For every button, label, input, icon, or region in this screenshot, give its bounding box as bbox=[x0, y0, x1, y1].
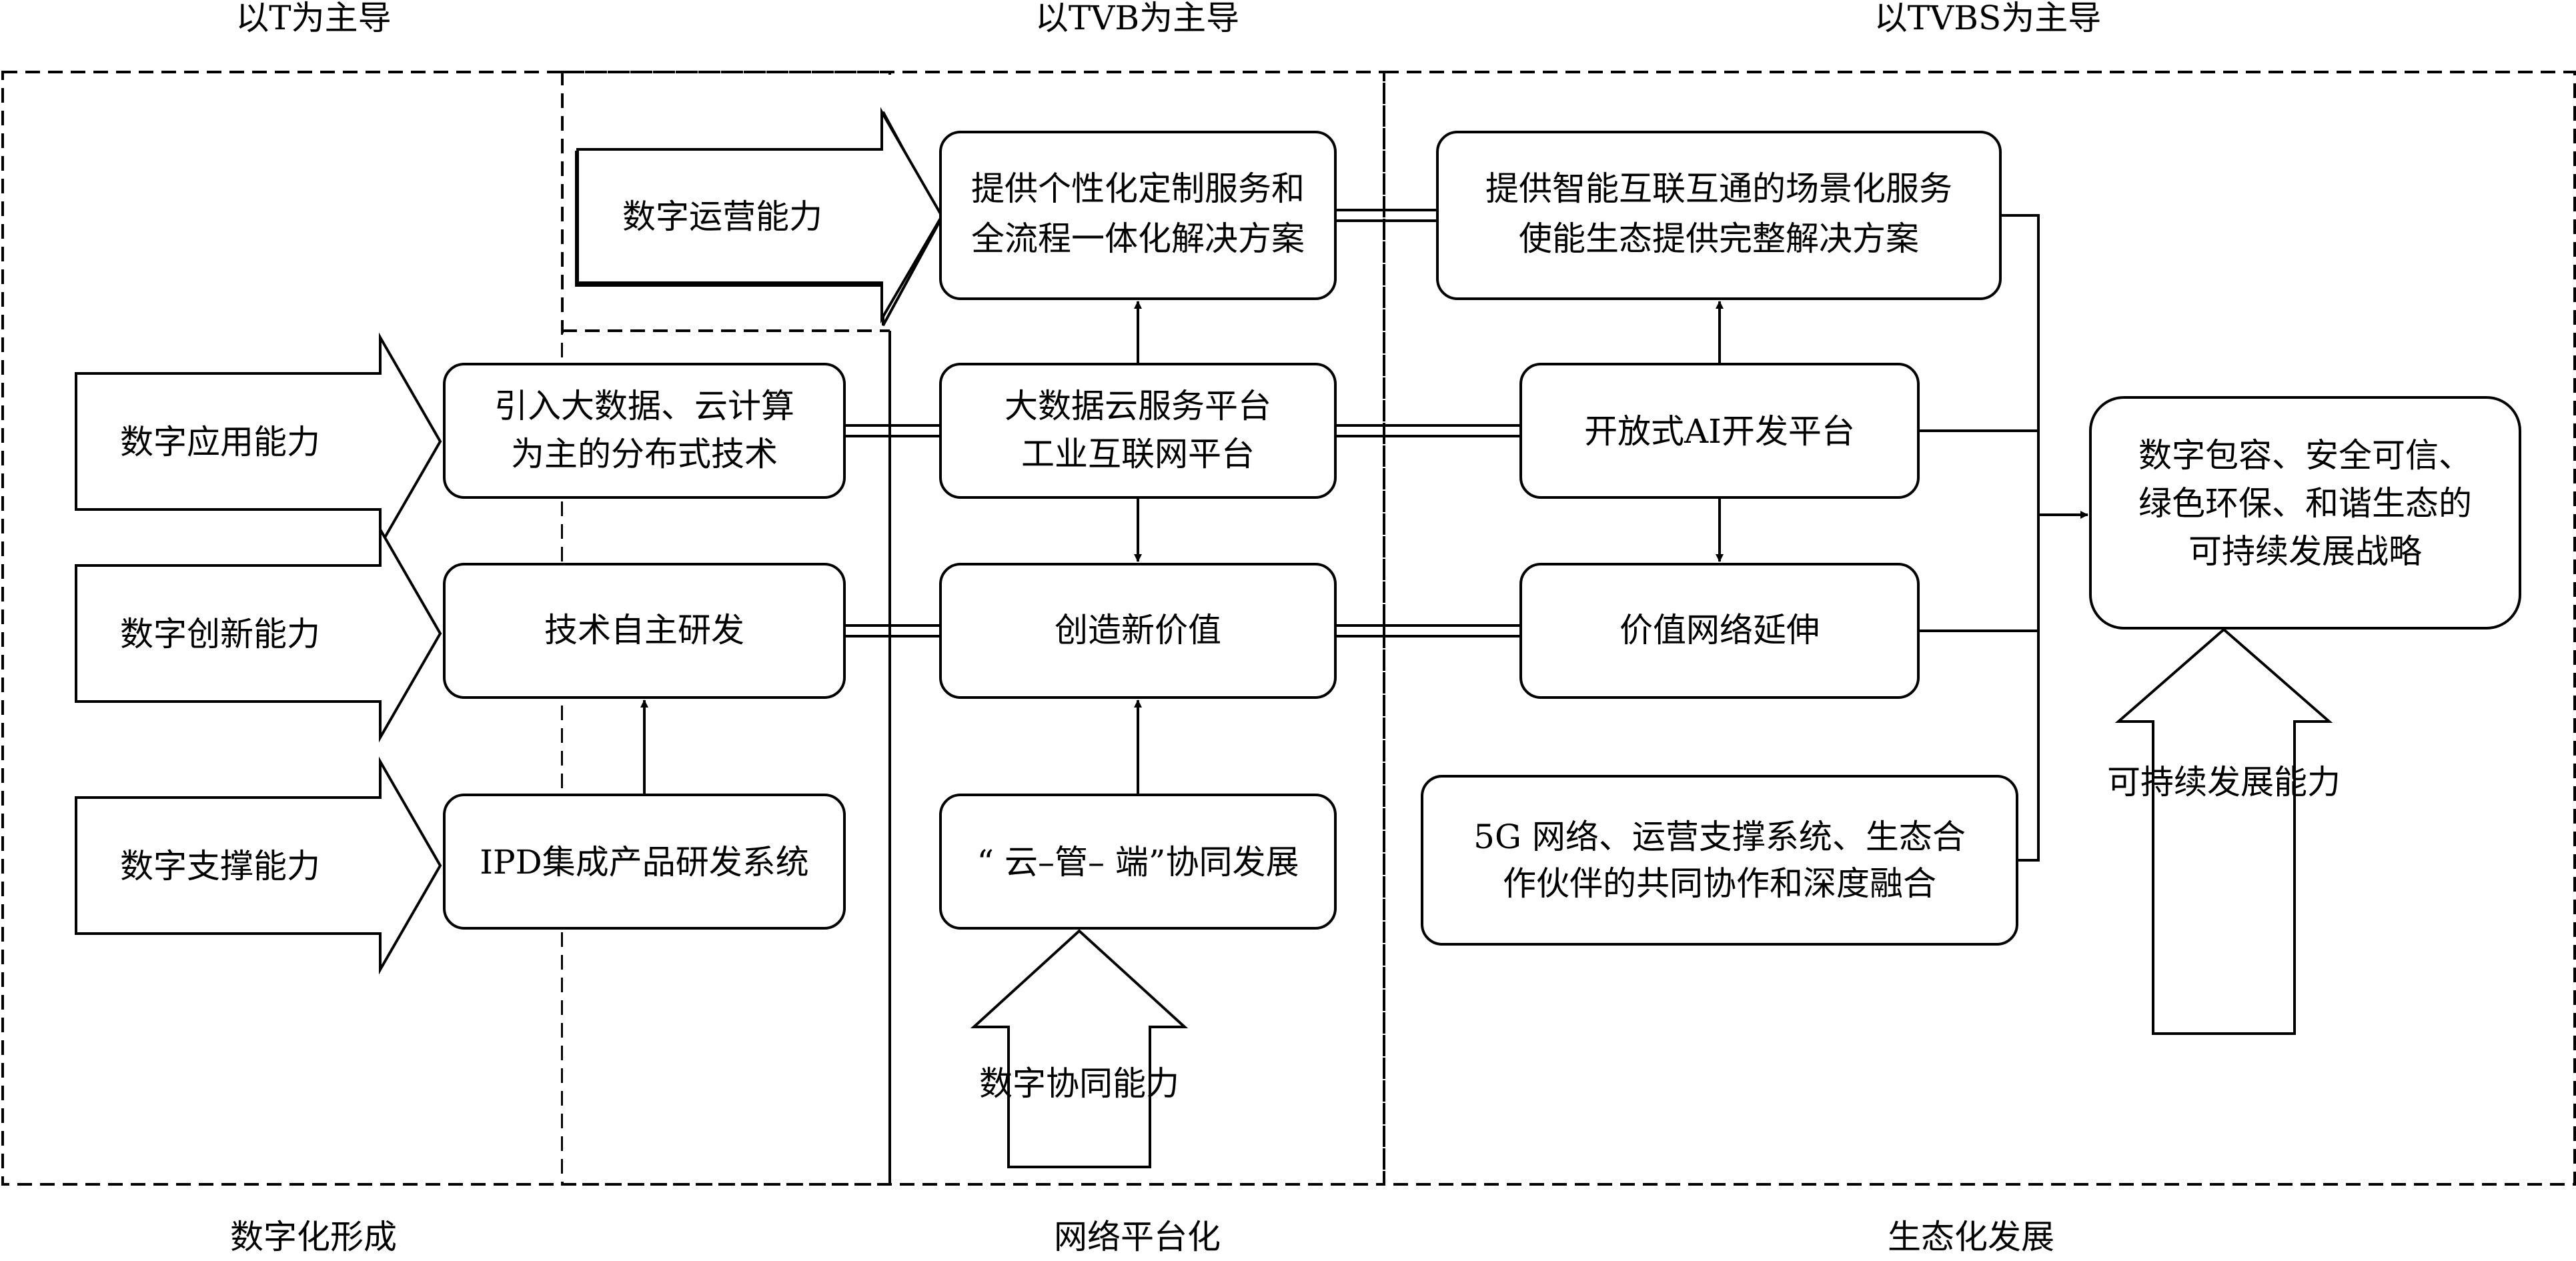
text-bigdata-platform-1: 大数据云服务平台 bbox=[1005, 387, 1271, 425]
double-connectors bbox=[844, 209, 1521, 638]
text-bigdata-tech-1: 引入大数据、云计算 bbox=[494, 387, 794, 425]
box-independent-rd bbox=[443, 563, 846, 699]
header-tvb: 以TVB为主导 bbox=[1035, 0, 1239, 37]
label-digital-support: 数字支撑能力 bbox=[120, 847, 320, 886]
text-independent-rd: 技术自主研发 bbox=[544, 611, 744, 650]
box-personalized bbox=[939, 131, 1337, 300]
text-strategy-2: 绿色环保、和谐生态的 bbox=[2138, 484, 2472, 523]
arrow-digital-innovation bbox=[75, 524, 442, 743]
text-strategy-3: 可持续发展战略 bbox=[2188, 532, 2422, 571]
text-personalized-1: 提供个性化定制服务和 bbox=[971, 169, 1305, 208]
footer-platform: 网络平台化 bbox=[1054, 1218, 1221, 1256]
box-smart-iot bbox=[1436, 131, 2002, 300]
bracket-connector bbox=[1918, 214, 2040, 862]
arrow-digital-support bbox=[75, 756, 442, 975]
text-ecosystem-5g-1: 5G 网络、运营支撑系统、生态合 bbox=[1473, 818, 1966, 856]
box-new-value bbox=[939, 563, 1337, 699]
flow-arrows bbox=[640, 301, 2088, 795]
arrow-digital-application bbox=[75, 332, 442, 551]
text-ai-platform: 开放式AI开发平台 bbox=[1584, 412, 1855, 451]
text-bigdata-platform-2: 工业互联网平台 bbox=[1021, 435, 1255, 473]
box-bigdata-platform bbox=[939, 363, 1337, 499]
box-bigdata-tech bbox=[443, 363, 846, 499]
text-personalized-2: 全流程一体化解决方案 bbox=[971, 219, 1305, 258]
capability-arrows bbox=[75, 107, 2333, 1168]
text-cloud-pipe-end: “ 云–管– 端”协同发展 bbox=[977, 843, 1299, 882]
header-t: 以T为主导 bbox=[235, 0, 391, 37]
footer-ecosystem: 生态化发展 bbox=[1888, 1218, 2054, 1256]
arrow-digital-operation-visible bbox=[576, 107, 944, 324]
arrow-sustainable bbox=[2114, 627, 2333, 1035]
header-tvbs: 以TVBS为主导 bbox=[1874, 0, 2101, 37]
box-strategy bbox=[2089, 396, 2521, 629]
region-ecosystem bbox=[1383, 71, 2576, 1186]
label-digital-innovation: 数字创新能力 bbox=[120, 615, 320, 654]
footer-digitization: 数字化形成 bbox=[230, 1218, 397, 1256]
text-ecosystem-5g-2: 作伙伴的共同协作和深度融合 bbox=[1503, 864, 1936, 903]
label-digital-operation: 数字运营能力 bbox=[622, 197, 822, 236]
arrow-digital-collaboration bbox=[970, 929, 1189, 1168]
label-sustainable: 可持续发展能力 bbox=[2107, 763, 2341, 802]
box-ecosystem-5g bbox=[1421, 775, 2018, 946]
text-new-value: 创造新价值 bbox=[1055, 611, 1221, 650]
text-value-network: 价值网络延伸 bbox=[1620, 611, 1820, 650]
text-smart-iot-2: 使能生态提供完整解决方案 bbox=[1519, 219, 1919, 258]
text-smart-iot-1: 提供智能互联互通的场景化服务 bbox=[1485, 169, 1952, 208]
text-bigdata-tech-2: 为主的分布式技术 bbox=[511, 435, 778, 473]
label-digital-collaboration: 数字协同能力 bbox=[979, 1064, 1179, 1103]
label-digital-application: 数字应用能力 bbox=[120, 423, 320, 461]
text-ipd: IPD集成产品研发系统 bbox=[480, 843, 808, 882]
text-strategy-1: 数字包容、安全可信、 bbox=[2138, 436, 2472, 475]
